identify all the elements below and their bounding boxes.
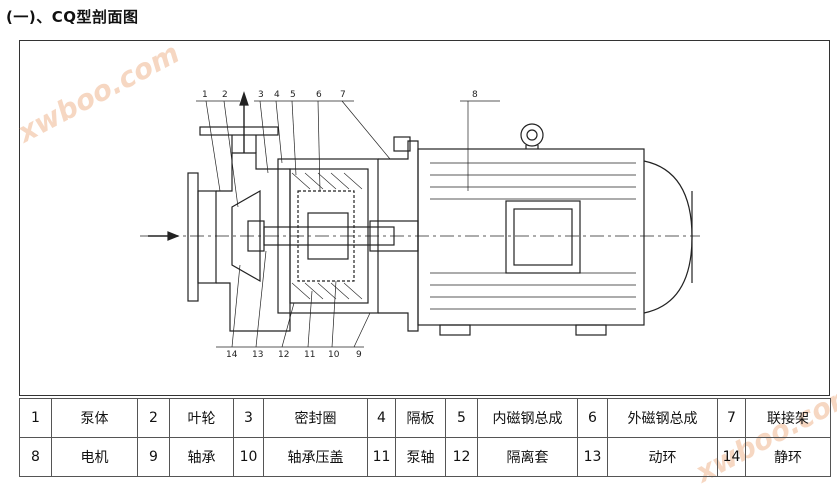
part-number: 2 xyxy=(137,398,170,438)
label-13: 13 xyxy=(252,350,263,360)
label-14: 14 xyxy=(226,350,238,360)
part-name: 轴承 xyxy=(169,437,234,477)
part-name: 密封圈 xyxy=(263,398,368,438)
page-title: (一)、CQ型剖面图 xyxy=(6,8,139,26)
parts-legend-table: 1 泵体 2 叶轮 3 密封圈 4 隔板 5 内磁钢总成 6 外磁钢总成 7 联… xyxy=(19,398,831,477)
part-name: 隔离套 xyxy=(477,437,578,477)
part-name: 隔板 xyxy=(395,398,446,438)
part-number: 8 xyxy=(19,437,52,477)
label-12: 12 xyxy=(278,350,289,360)
part-name: 泵体 xyxy=(51,398,138,438)
pump-section-drawing: 1 2 3 4 5 6 7 8 9 10 11 12 13 14 xyxy=(140,90,700,360)
part-name: 联接架 xyxy=(745,398,831,438)
part-number: 5 xyxy=(445,398,478,438)
part-number: 4 xyxy=(367,398,396,438)
label-10: 10 xyxy=(328,350,340,360)
label-6: 6 xyxy=(316,90,322,100)
label-2: 2 xyxy=(222,90,228,100)
label-9: 9 xyxy=(356,350,362,360)
drawing-frame: 1 2 3 4 5 6 7 8 9 10 11 12 13 14 xyxy=(19,40,830,396)
legend-row: 8 电机 9 轴承 10 轴承压盖 11 泵轴 12 隔离套 13 动环 14 … xyxy=(19,437,831,477)
part-number: 1 xyxy=(19,398,52,438)
part-name: 外磁钢总成 xyxy=(607,398,718,438)
legend-row: 1 泵体 2 叶轮 3 密封圈 4 隔板 5 内磁钢总成 6 外磁钢总成 7 联… xyxy=(19,398,831,438)
part-name: 静环 xyxy=(745,437,831,477)
part-number: 12 xyxy=(445,437,478,477)
part-name: 泵轴 xyxy=(395,437,446,477)
part-name: 电机 xyxy=(51,437,138,477)
part-name: 叶轮 xyxy=(169,398,234,438)
label-8: 8 xyxy=(472,90,478,100)
part-number: 7 xyxy=(717,398,746,438)
part-number: 9 xyxy=(137,437,170,477)
part-name: 轴承压盖 xyxy=(263,437,368,477)
label-3: 3 xyxy=(258,90,264,100)
part-number: 13 xyxy=(577,437,608,477)
label-7: 7 xyxy=(340,90,346,100)
label-11: 11 xyxy=(304,350,315,360)
label-4: 4 xyxy=(274,90,280,100)
part-number: 11 xyxy=(367,437,396,477)
part-number: 6 xyxy=(577,398,608,438)
part-number: 14 xyxy=(717,437,746,477)
label-1: 1 xyxy=(202,90,208,100)
part-name: 内磁钢总成 xyxy=(477,398,578,438)
part-number: 10 xyxy=(233,437,264,477)
part-name: 动环 xyxy=(607,437,718,477)
label-5: 5 xyxy=(290,90,296,100)
part-number: 3 xyxy=(233,398,264,438)
